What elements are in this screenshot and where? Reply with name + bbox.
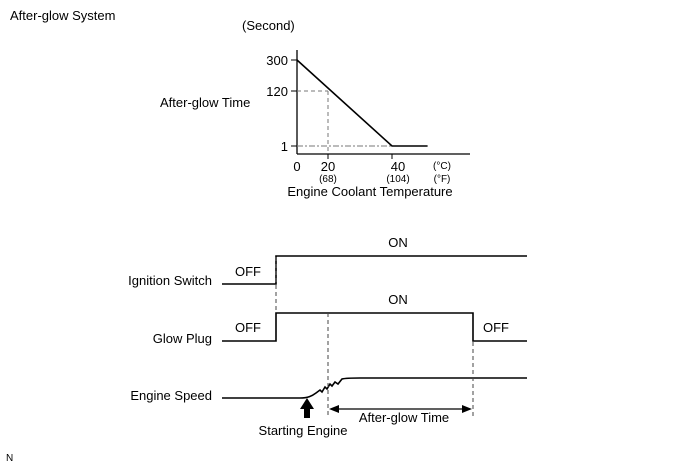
span-left-arrow-icon [329,405,339,413]
glow-plug-on-label: ON [388,292,408,307]
afterglow-curve [296,59,428,147]
diagram-title: After-glow System [10,8,115,23]
x-tick-label-68f: (68) [319,174,337,185]
ignition-on-label: ON [388,235,408,250]
x-tick-label-104f: (104) [386,174,409,185]
afterglow-time-label: After-glow Time [359,410,449,425]
ignition-switch-label: Ignition Switch [128,273,212,288]
x-tick-label-0: 0 [293,159,300,174]
starting-arrow-icon [300,398,314,418]
y-tick-label-120: 120 [266,84,288,99]
afterglow-graph: (Second) After-glow Time 300 120 1 0 20 … [160,18,470,199]
span-right-arrow-icon [462,405,472,413]
glow-plug-label: Glow Plug [153,331,212,346]
timing-chart: Ignition Switch OFF ON Glow Plug OFF ON … [128,235,527,438]
span-label-bg [352,411,454,424]
ignition-signal [222,255,527,285]
glow-plug-off-label: OFF [235,320,261,335]
x-tick-label-40: 40 [391,159,405,174]
y-unit-label: (Second) [242,18,295,33]
unit-fahrenheit: (°F) [434,174,451,185]
starting-engine-label: Starting Engine [259,423,348,438]
engine-speed-label: Engine Speed [130,388,212,403]
y-tick-label-1: 1 [281,139,288,154]
unit-celsius: (°C) [433,161,451,172]
glow-plug-signal [222,312,527,342]
y-axis-label: After-glow Time [160,95,250,110]
x-axis-label: Engine Coolant Temperature [287,184,452,199]
y-tick-label-300: 300 [266,53,288,68]
x-tick-label-20: 20 [321,159,335,174]
footnote-label: N [6,453,13,464]
ignition-off-label: OFF [235,264,261,279]
glow-plug-off2-label: OFF [483,320,509,335]
engine-speed-signal [222,377,527,399]
